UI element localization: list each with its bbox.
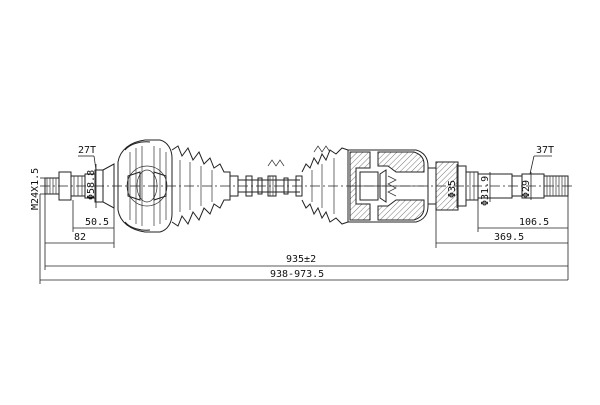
right-plunge-joint bbox=[347, 149, 429, 223]
left-cv-joint bbox=[117, 139, 173, 233]
dimension-lines bbox=[39, 155, 569, 284]
right-boot bbox=[295, 145, 349, 225]
left-boot bbox=[171, 145, 239, 227]
len-range-label: 938-973.5 bbox=[270, 269, 324, 280]
len-106-5-label: 106.5 bbox=[519, 217, 549, 228]
dia-31-9-label: Φ31.9 bbox=[480, 176, 491, 206]
main-shaft bbox=[238, 159, 300, 197]
dia-left-joint-label: Φ58.8 bbox=[86, 170, 97, 200]
right-stub-shaft bbox=[427, 161, 569, 211]
dia-35-label: Φ35 bbox=[447, 180, 458, 198]
len-82-label: 82 bbox=[74, 232, 86, 243]
left-threaded-stub bbox=[44, 163, 115, 209]
dia-29-label: Φ29 bbox=[521, 180, 532, 198]
len-369-5-label: 369.5 bbox=[494, 232, 524, 243]
len-50-5-label: 50.5 bbox=[85, 217, 109, 228]
right-teeth-label: 37T bbox=[536, 145, 554, 156]
left-teeth-label: 27T bbox=[78, 145, 96, 156]
thread-label: M24X1.5 bbox=[30, 168, 41, 210]
len-935-label: 935±2 bbox=[286, 254, 316, 265]
